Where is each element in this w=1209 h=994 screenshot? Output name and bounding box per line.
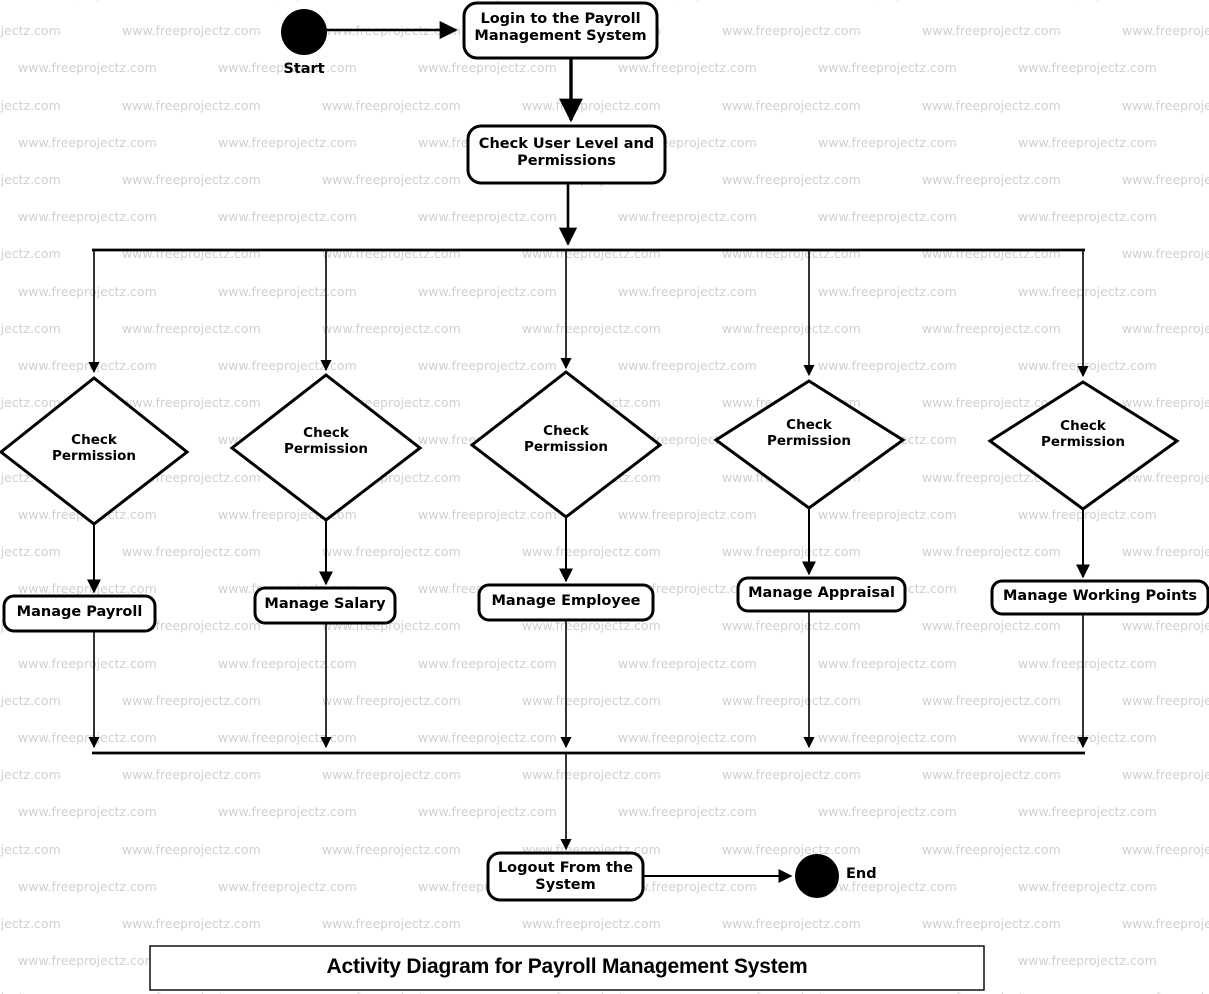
activity-manage-appraisal bbox=[736, 576, 907, 613]
decision-check-permission-5 bbox=[987, 380, 1180, 511]
activity-check-user-level bbox=[466, 124, 667, 185]
decision-check-permission-2 bbox=[229, 373, 423, 522]
activity-manage-employee bbox=[477, 583, 655, 622]
start-node bbox=[281, 9, 327, 55]
activity-manage-payroll bbox=[2, 594, 157, 633]
decision-check-permission-3 bbox=[469, 370, 663, 519]
end-node bbox=[795, 854, 839, 898]
decision-check-permission-1 bbox=[0, 376, 190, 526]
activity-logout bbox=[486, 851, 645, 902]
decision-check-permission-4 bbox=[713, 379, 906, 510]
activity-login bbox=[462, 1, 659, 60]
activity-manage-salary bbox=[253, 586, 397, 625]
caption-frame bbox=[149, 945, 985, 991]
activity-manage-working-points bbox=[990, 579, 1209, 616]
